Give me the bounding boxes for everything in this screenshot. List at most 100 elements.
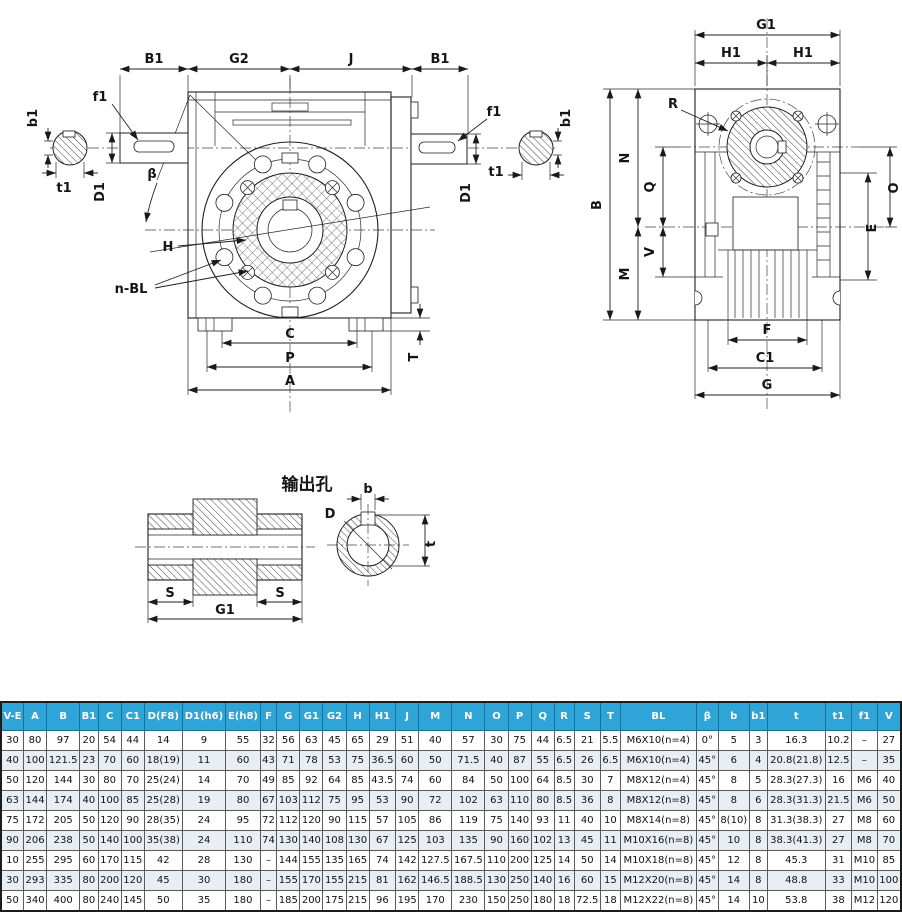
table-header-cell: A	[22, 701, 48, 731]
table-cell: 56	[276, 730, 301, 751]
table-header-cell: b	[717, 701, 750, 731]
table-header-cell: BL	[619, 701, 697, 731]
table-cell: 30	[0, 869, 24, 891]
table-cell: 18(19)	[143, 749, 183, 771]
table-cell: 16.3	[766, 730, 826, 751]
table-cell: 72.5	[573, 889, 601, 912]
leader-nBL-1	[154, 259, 222, 286]
table-cell: 103	[276, 789, 301, 811]
table-cell: 51	[395, 730, 420, 751]
dim-label-N: N	[618, 153, 633, 164]
table-cell: 20.8(21.8)	[766, 749, 826, 771]
table-cell: 60	[418, 769, 453, 791]
table-cell: 32	[259, 730, 278, 751]
dim-label-C1: C1	[756, 351, 775, 366]
table-cell: 155	[322, 869, 347, 891]
gearbox-side-body	[694, 88, 841, 321]
table-cell: 180	[530, 889, 555, 912]
table-cell: 144	[46, 769, 81, 791]
table-header-cell: B	[46, 701, 81, 731]
table-cell: 75	[507, 730, 532, 751]
table-header-cell: E(h8)	[225, 701, 261, 731]
table-cell: 45°	[695, 829, 719, 851]
table-cell: M6	[851, 789, 878, 811]
table-cell: –	[259, 849, 278, 871]
table-cell: 30	[484, 730, 509, 751]
table-cell: 6.5	[599, 749, 621, 771]
table-cell: 21	[573, 730, 601, 751]
table-cell: 27	[876, 730, 902, 751]
table-cell: M12X20(n=8)	[619, 869, 697, 891]
table-cell: 30	[181, 869, 227, 891]
table-cell: 4	[748, 749, 768, 771]
table-cell: 45°	[695, 849, 719, 871]
table-header-cell: f1	[851, 701, 878, 731]
table-header-cell: V-E	[0, 701, 24, 731]
drawing-output-hole: 输出孔 S S G1 b D t	[135, 474, 439, 623]
table-cell: 110	[507, 789, 532, 811]
table-cell: 110	[225, 829, 261, 851]
table-cell: 64	[322, 769, 347, 791]
dim-label-J: J	[348, 52, 354, 67]
table-cell: 16	[824, 769, 853, 791]
table-cell: 90	[120, 809, 145, 831]
table-cell: 43.5	[368, 769, 397, 791]
table-cell: 6	[717, 749, 750, 771]
table-cell: M6	[851, 769, 878, 791]
input-shaft-right	[410, 133, 468, 165]
table-cell: 8	[717, 769, 750, 791]
dim-D1-right	[467, 133, 481, 165]
bore-section	[327, 494, 430, 586]
table-cell: M8	[851, 829, 878, 851]
table-cell: 144	[22, 789, 48, 811]
table-cell: 180	[225, 889, 261, 912]
table-header-cell: C1	[120, 701, 145, 731]
table-cell: 80	[22, 730, 48, 751]
table-cell: 7	[599, 769, 621, 791]
table-header-cell: M	[418, 701, 453, 731]
table-cell: 57	[451, 730, 486, 751]
table-cell: 75	[345, 749, 370, 771]
table-header-cell: G	[276, 701, 301, 731]
table-cell: 71.5	[451, 749, 486, 771]
table-cell: 60	[395, 749, 420, 771]
table-cell: 38.3(41.3)	[766, 829, 826, 851]
table-cell: 28(35)	[143, 809, 183, 831]
table-cell: 155	[276, 869, 301, 891]
table-cell: 29	[368, 730, 397, 751]
dim-label-E: E	[865, 224, 880, 233]
table-cell: 38	[824, 889, 853, 912]
table-header-cell: D(F8)	[143, 701, 183, 731]
table-cell: 5.5	[599, 730, 621, 751]
table-cell: 8	[748, 849, 768, 871]
table-cell: 50	[143, 889, 183, 912]
table-cell: 85	[120, 789, 145, 811]
table-cell: 155	[299, 849, 324, 871]
table-cell: 130	[484, 869, 509, 891]
table-cell: 30	[0, 730, 24, 751]
table-cell: 60	[225, 749, 261, 771]
table-cell: 53	[368, 789, 397, 811]
table-cell: 85	[276, 769, 301, 791]
table-cell: 144	[276, 849, 301, 871]
table-cell: 40	[79, 789, 99, 811]
dim-label-t1-left: t1	[56, 181, 71, 196]
table-cell: 3	[748, 730, 768, 751]
table-cell: 40	[876, 769, 902, 791]
table-header-cell: O	[484, 701, 509, 731]
table-cell: 72	[259, 809, 278, 831]
table-cell: 28	[181, 849, 227, 871]
table-cell: 14	[717, 889, 750, 912]
table-cell: 140	[530, 869, 555, 891]
table-cell: 45°	[695, 889, 719, 912]
table-cell: 85	[876, 849, 902, 871]
dim-label-V: V	[643, 247, 658, 257]
table-cell: 95	[225, 809, 261, 831]
table-header-cell: B1	[79, 701, 99, 731]
output-flange	[149, 141, 431, 319]
table-cell: 85	[345, 769, 370, 791]
